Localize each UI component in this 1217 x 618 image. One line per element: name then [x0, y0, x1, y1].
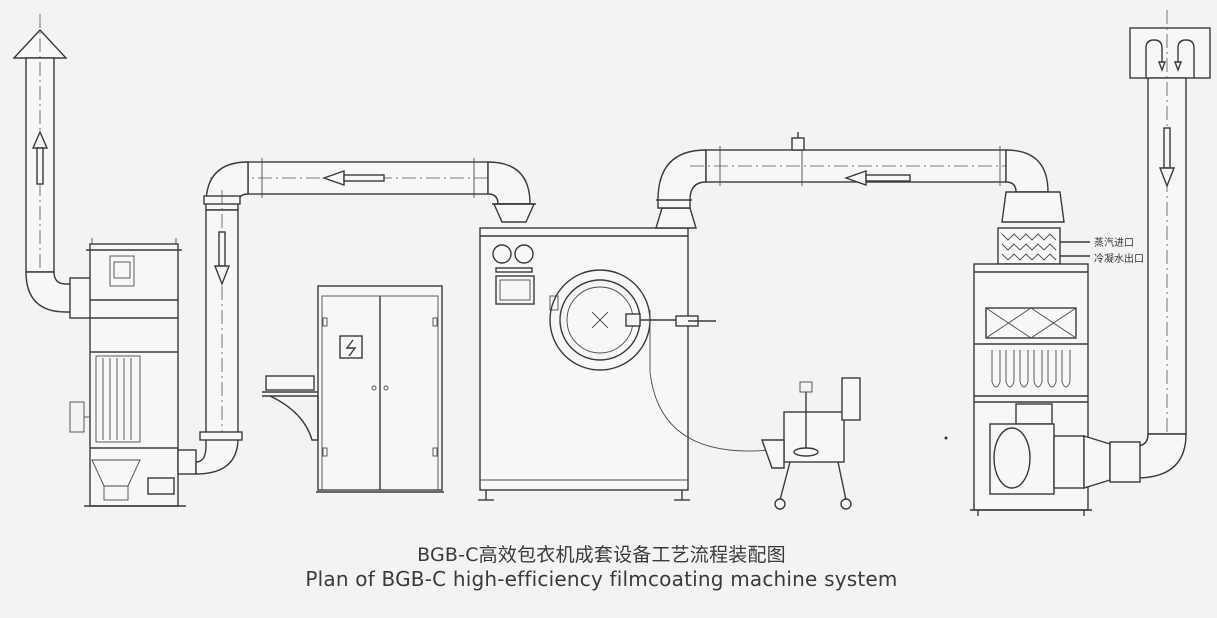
diagram-caption-english: Plan of BGB-C high-efficiency filmcoatin… [0, 567, 1217, 591]
pressure-gauge-1-icon [492, 244, 512, 264]
diagram-caption-chinese: BGB-C高效包衣机成套设备工艺流程装配图 [0, 540, 1217, 567]
coating-machine [478, 207, 716, 501]
filter-bags [95, 355, 141, 443]
caster-wheel-icon [774, 498, 786, 510]
flow-arrow-down-icon [213, 231, 231, 286]
feed-tray [265, 375, 315, 391]
flow-arrow-left-icon [321, 170, 385, 186]
stirrer-motor [841, 377, 861, 421]
caster-wheel-icon [840, 498, 852, 510]
spray-gun [625, 313, 641, 327]
collector-inlet-flange [177, 449, 197, 475]
steam-heat-exchanger [997, 227, 1061, 265]
coater-supply-hood [655, 207, 697, 229]
condensate-outlet-label: 冷凝水出口 [1094, 252, 1144, 265]
coater-exhaust-hood [492, 203, 536, 223]
supply-duct [656, 132, 1065, 223]
steam-inlet-label: 蒸汽进口 [1094, 236, 1134, 249]
exhaust-elbow [25, 271, 73, 313]
air-handler-outlet-hood [1001, 191, 1065, 223]
caption-chinese-text: BGB-C高效包衣机成套设备工艺流程装配图 [417, 544, 786, 566]
intake-elbow [1135, 433, 1187, 479]
flow-arrow-down-icon [1158, 127, 1176, 188]
exhaust-duct [195, 158, 536, 475]
mixer-blade [793, 447, 819, 457]
dust-collector [69, 238, 197, 507]
flow-arrow-up-icon [31, 130, 49, 185]
electric-cabinet [316, 285, 444, 493]
spray-solution-tank [649, 371, 861, 510]
feed-table [262, 375, 319, 441]
intake-hood [1129, 27, 1211, 79]
exhaust-flange [69, 277, 93, 319]
fresh-air-intake [944, 10, 1211, 483]
caption-english-text: Plan of BGB-C high-efficiency filmcoatin… [305, 567, 898, 591]
control-box [69, 401, 85, 433]
intake-flange [1109, 441, 1141, 483]
exhaust-stack [12, 14, 93, 319]
pressure-gauge-2-icon [514, 244, 534, 264]
bag-filters [991, 350, 1071, 388]
air-handling-unit: 蒸汽进口 冷凝水出口 [970, 227, 1144, 516]
high-voltage-icon [339, 335, 363, 359]
touch-screen-panel [495, 275, 535, 305]
dust-collector-body [89, 243, 179, 507]
flow-arrow-left-icon [843, 170, 911, 186]
damper-valve [791, 137, 805, 151]
